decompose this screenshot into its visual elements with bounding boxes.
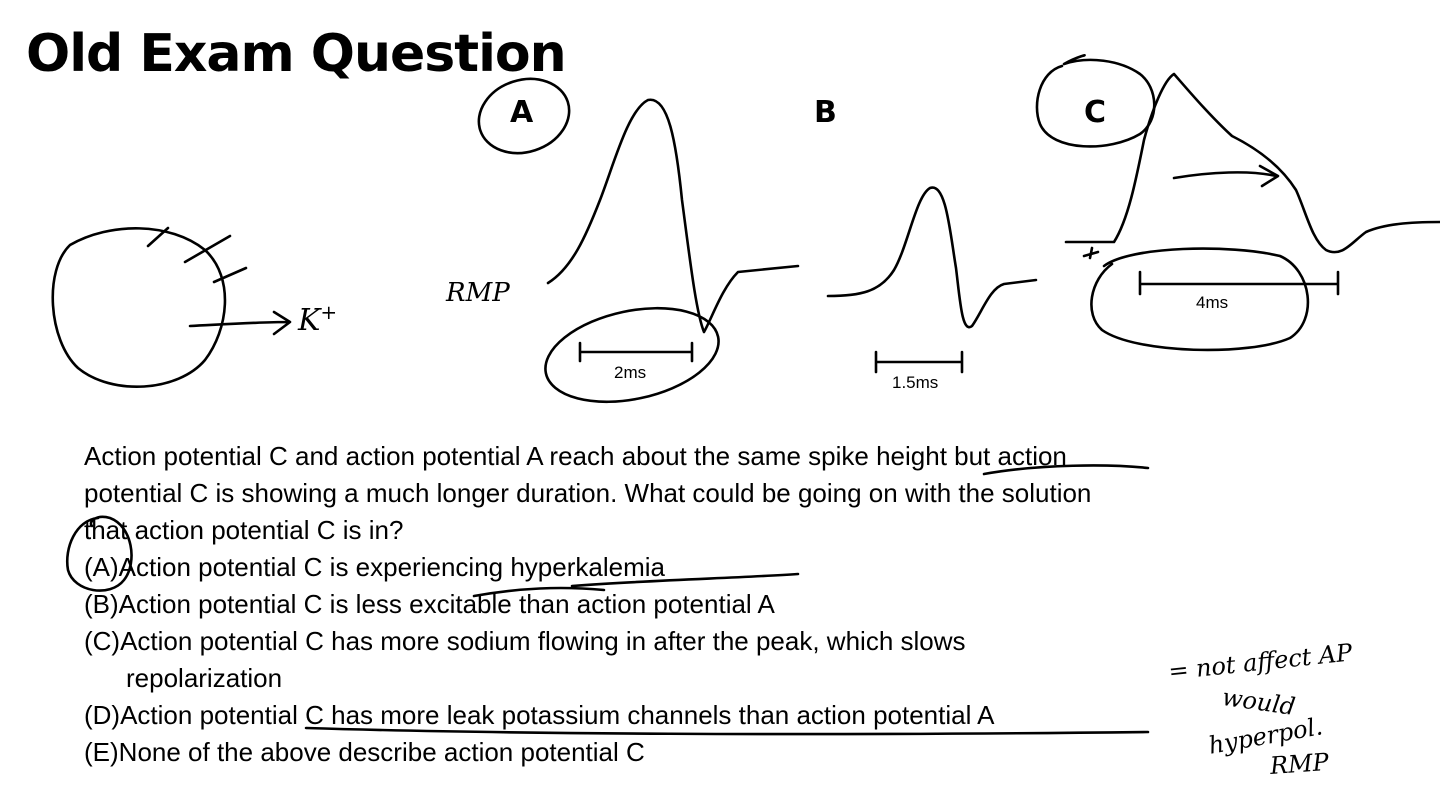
- choice-a-circle: [65, 515, 133, 592]
- panel-label-b: B: [814, 95, 837, 130]
- slide-title: Old Exam Question: [26, 24, 567, 84]
- duration-arrow: [1172, 164, 1280, 188]
- k-efflux-arrow: [188, 310, 292, 336]
- scale-bar-a: [578, 341, 694, 363]
- channel-mark-3: [212, 266, 248, 284]
- channel-mark-1: [146, 226, 170, 248]
- ap-a-trace: [546, 98, 800, 334]
- choice-letter: (E): [84, 737, 119, 767]
- scale-label-c: 4ms: [1196, 293, 1229, 312]
- panel-label-c: C: [1084, 95, 1107, 130]
- scale-a-circle: [544, 306, 720, 404]
- choice-letter: (B): [84, 589, 119, 619]
- scale-label-b: 1.5ms: [892, 373, 939, 392]
- scale-bar-c: [1138, 270, 1340, 296]
- underline-choice-d: [304, 726, 1150, 736]
- choice-letter: (D): [84, 700, 121, 730]
- choice-text: Action potential C is less excitable tha…: [118, 589, 775, 619]
- scale-label-a: 2ms: [614, 363, 647, 382]
- underline-stem: [982, 464, 1150, 476]
- panel-label-a: A: [510, 95, 534, 130]
- choice-e: (E) None of the above describe action po…: [84, 734, 1324, 771]
- channel-mark-2: [183, 234, 232, 264]
- choice-c-continuation: repolarization: [126, 663, 283, 693]
- choice-b: (B) Action potential C is less excitable…: [84, 586, 1324, 623]
- potassium-charge: +: [320, 300, 338, 324]
- choice-text: None of the above describe action potent…: [118, 737, 645, 767]
- choice-letter: (C): [84, 626, 121, 656]
- question-stem-line: that action potential C is in?: [84, 515, 404, 545]
- ap-b-trace: [826, 186, 1038, 329]
- label-a-circle: [477, 77, 571, 155]
- ap-c-start-tick: [1082, 246, 1100, 260]
- underline-hyperkalemia: [570, 572, 800, 588]
- choice-text: Action potential C has more sodium flowi…: [120, 626, 966, 656]
- choice-a: (A) Action potential C is experiencing h…: [84, 549, 1324, 586]
- rmp-annotation: RMP: [446, 278, 510, 308]
- choice-letter: (A): [84, 552, 119, 582]
- question-stem-line: potential C is showing a much longer dur…: [84, 478, 1092, 508]
- choice-c: (C) Action potential C has more sodium f…: [84, 623, 1324, 660]
- question-block: Action potential C and action potential …: [84, 438, 1324, 771]
- scale-c-circle: [1090, 247, 1310, 352]
- choice-text: Action potential C is experiencing hyper…: [118, 552, 665, 582]
- label-c-circle: [1035, 53, 1156, 148]
- scale-bar-b: [874, 350, 964, 374]
- choice-d: (D) Action potential C has more leak pot…: [84, 697, 1324, 734]
- side-note-line-4: RMP: [1269, 747, 1330, 781]
- ap-c-trace: [1064, 72, 1440, 254]
- choice-text: Action potential C has more leak potassi…: [120, 700, 995, 730]
- potassium-symbol: K: [298, 303, 321, 338]
- question-stem-line: Action potential C and action potential …: [84, 441, 1067, 471]
- underline-excitable: [472, 586, 606, 598]
- potassium-annotation: K+: [298, 302, 337, 336]
- cell-outline: [51, 227, 227, 389]
